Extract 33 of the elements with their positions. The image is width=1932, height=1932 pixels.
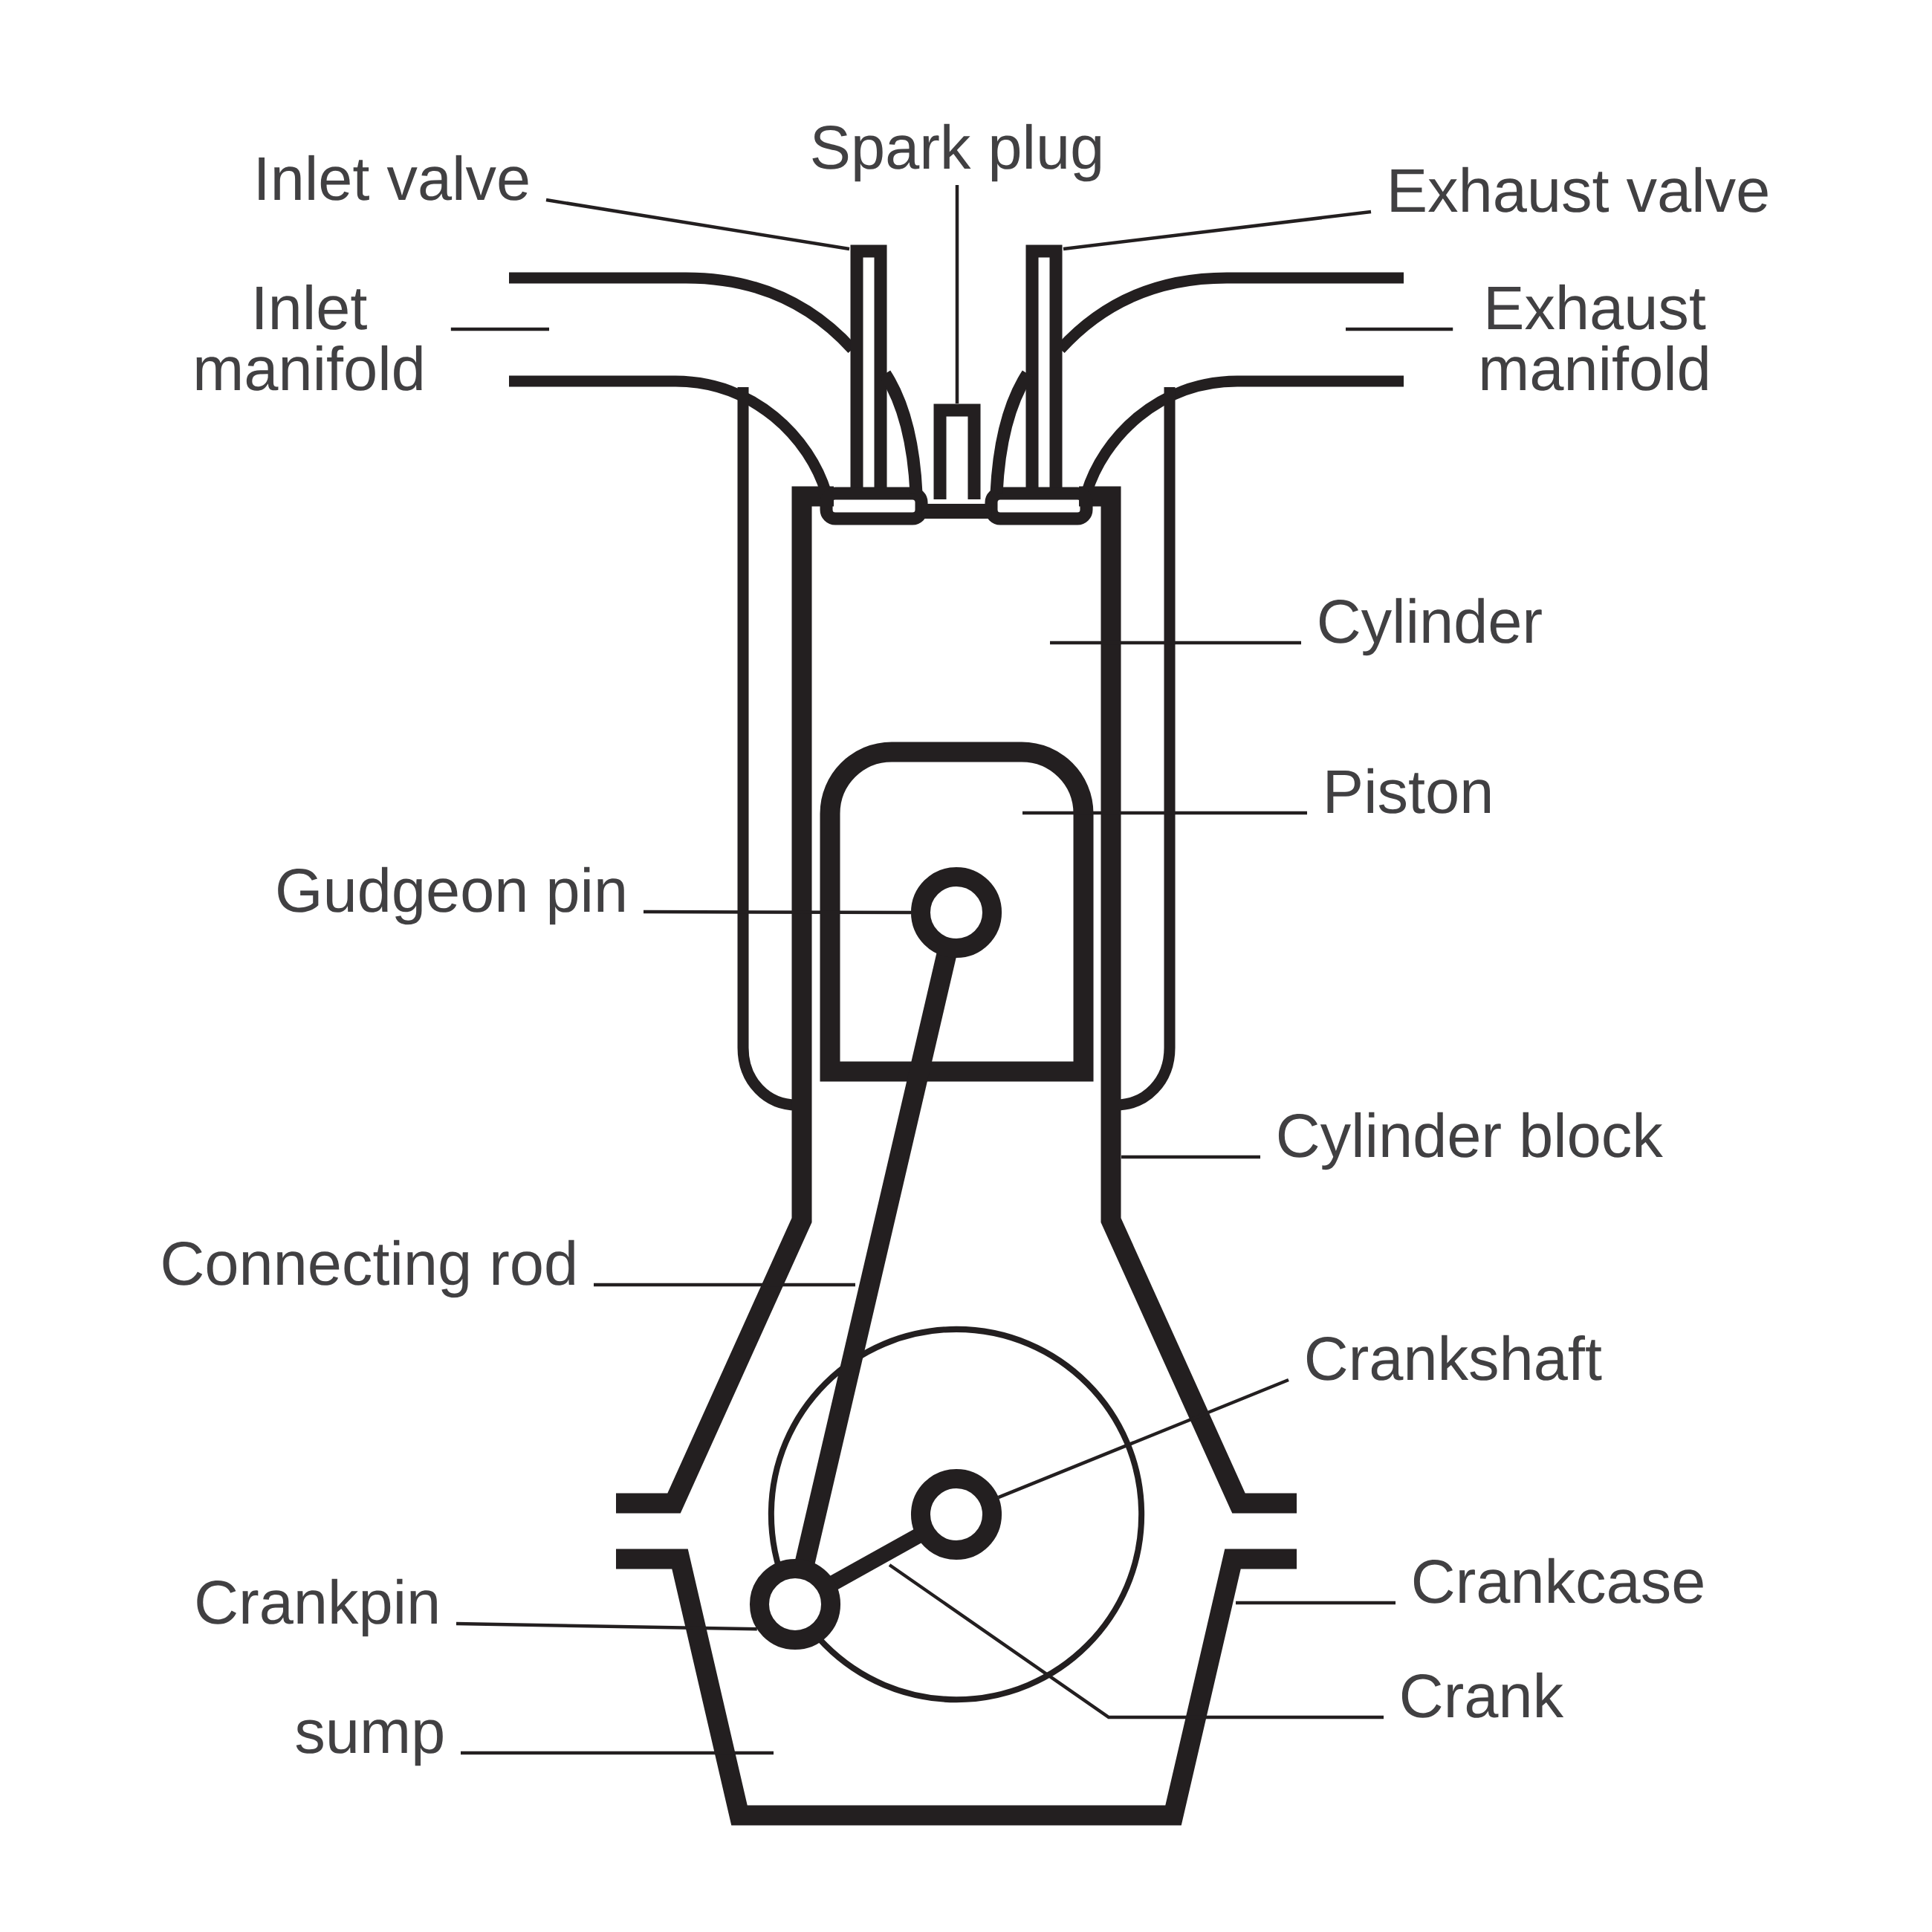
leader-line	[1346, 327, 1453, 331]
leader-line	[1022, 811, 1308, 815]
leader-line	[461, 1751, 774, 1755]
leader-line	[1050, 641, 1302, 645]
leader-line	[456, 1621, 757, 1631]
part-label: Cylinder	[1319, 597, 1542, 656]
ring	[749, 1559, 841, 1650]
ring	[910, 866, 1002, 959]
leader-line	[1121, 1155, 1261, 1159]
leader-line	[1063, 210, 1372, 251]
part-label: Cylinder block	[1278, 1112, 1663, 1170]
part-label: Exhaust manifold	[1482, 284, 1708, 391]
leader-line	[997, 1378, 1289, 1500]
leader-line	[450, 327, 549, 331]
part-label: Inlet manifold	[196, 284, 422, 391]
part-label: Crankshaft	[1306, 1335, 1602, 1381]
part-label: Inlet valve	[259, 155, 528, 201]
leader-line	[1236, 1601, 1396, 1605]
leader-line	[644, 910, 911, 915]
leader-line	[888, 1563, 1384, 1719]
leader-line	[545, 198, 850, 251]
part-label: Spark plug	[812, 123, 1100, 182]
leader-line	[955, 184, 959, 403]
leader-line	[594, 1283, 855, 1287]
part-label: Connecting rod	[163, 1239, 574, 1298]
part-label: Crankpin	[197, 1578, 437, 1637]
part-label: Piston	[1327, 768, 1490, 814]
part-label: Exhaust valve	[1391, 166, 1768, 213]
part-label: Gudgeon pin	[278, 866, 624, 925]
ring	[910, 1469, 1002, 1560]
part-label: Crank	[1401, 1672, 1564, 1718]
part-label: Crankcase	[1413, 1557, 1703, 1604]
part-label: sump	[296, 1719, 443, 1766]
